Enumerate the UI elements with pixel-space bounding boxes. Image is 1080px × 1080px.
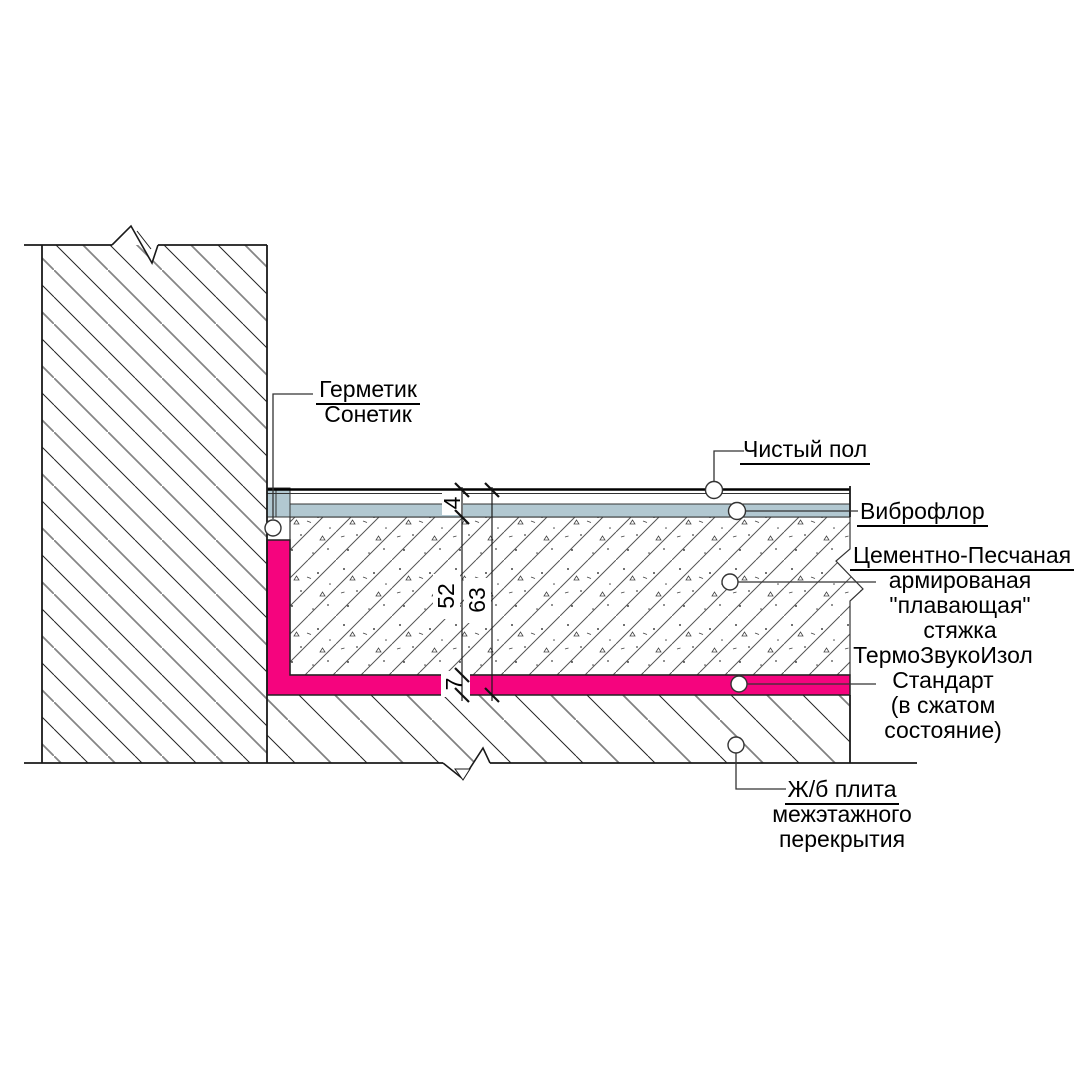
slab-hatch xyxy=(267,695,850,763)
clean-floor-label: Чистый пол xyxy=(740,436,871,465)
clean-floor-layer xyxy=(267,488,850,494)
clean-floor-label-text: Чистый пол xyxy=(740,436,871,465)
dim-value-insulation: 7 xyxy=(441,678,467,691)
screed-label-line1: Цементно-Песчаная xyxy=(850,542,1075,571)
marker-slab xyxy=(727,736,745,754)
dim-mask-52 xyxy=(433,574,460,619)
wall-break-inner-line xyxy=(136,230,152,250)
wall-break-mask xyxy=(112,226,158,263)
slab-break-icon xyxy=(442,746,491,781)
slab-label-line3: перекрытия xyxy=(778,826,906,852)
screed-section xyxy=(289,516,864,676)
wall-hatch xyxy=(42,245,267,763)
screed-label-line2: армированая xyxy=(888,567,1032,593)
vibrofloor-label-text: Виброфлор xyxy=(857,498,988,527)
insulation-label-line1: ТермоЗвукоИзол xyxy=(853,642,1033,668)
sealant-label: Герметик Сонетик xyxy=(303,376,433,427)
slab-label: Ж/б плита межэтажного перекрытия xyxy=(767,776,917,852)
dim-value-screed: 52 xyxy=(433,583,459,609)
break-symbols xyxy=(111,224,491,781)
sealant-label-line2: Сонетик xyxy=(324,401,412,427)
edge-strip xyxy=(266,487,291,518)
slab-break-triangle xyxy=(454,768,471,781)
dimension-assembly: 4 52 63 7 xyxy=(433,482,500,703)
insulation-label: ТермоЗвукоИзол Стандарт (в сжатом состоя… xyxy=(843,643,1043,743)
slab-label-line2: межэтажного xyxy=(772,801,912,827)
dim-value-finish: 4 xyxy=(439,496,465,509)
leader-sealant xyxy=(272,393,313,519)
marker-sealant xyxy=(264,519,282,537)
screed-label-line4: стяжка xyxy=(923,617,997,643)
dim-mask-7 xyxy=(441,671,470,697)
marker-screed xyxy=(721,573,739,591)
vibrofloor-label: Виброфлор xyxy=(857,498,988,527)
insulation-label-line2: Стандарт xyxy=(892,667,994,693)
dimension-ticks xyxy=(454,482,500,703)
dim-mask-4 xyxy=(442,492,463,515)
leader-slab xyxy=(735,753,786,790)
structure-outlines xyxy=(24,244,917,764)
wall-break-icon xyxy=(111,224,159,265)
marker-insulation xyxy=(730,675,748,693)
floor-slab-section xyxy=(267,695,850,763)
sealant-label-line1: Герметик xyxy=(316,376,420,405)
wall-section xyxy=(42,245,267,763)
screed-label-line3: "плавающая" xyxy=(889,592,1031,618)
insulation-label-line4: состояние) xyxy=(884,717,1002,743)
vibrofloor-layer xyxy=(266,487,851,518)
marker-clean-floor xyxy=(704,480,724,500)
leader-lines xyxy=(272,393,876,790)
leader-clean-floor xyxy=(713,450,744,481)
insulation-label-line3: (в сжатом xyxy=(890,692,996,718)
screed-hatch xyxy=(289,516,864,676)
screed-label: Цементно-Песчаная армированая "плавающая… xyxy=(850,542,1075,643)
slab-label-line1: Ж/б плита xyxy=(784,776,900,805)
dim-value-total: 63 xyxy=(464,587,490,613)
marker-vibrofloor xyxy=(727,501,747,521)
leader-markers xyxy=(264,480,748,754)
dim-mask-63 xyxy=(464,578,491,623)
